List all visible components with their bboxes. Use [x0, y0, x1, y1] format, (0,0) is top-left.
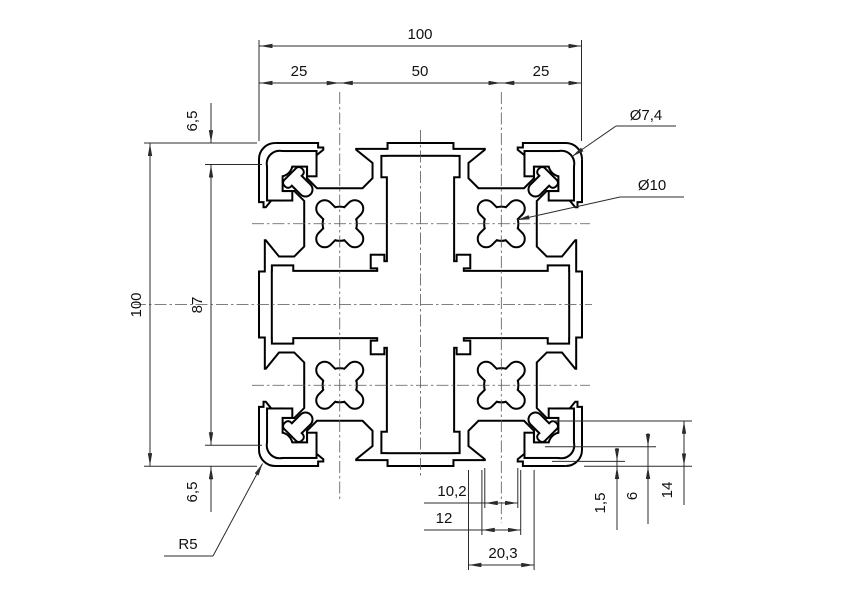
centerlines [134, 92, 592, 523]
dim-slot-step: 12 [436, 510, 453, 527]
dim-slot-cavity-width: 20,3 [488, 545, 517, 562]
dim-corner-radius: R5 [178, 536, 197, 553]
dim-segment-right: 25 [533, 63, 550, 80]
leader-lines [164, 125, 684, 557]
leader-corner-radius [212, 463, 263, 557]
dim-overall-width: 100 [407, 26, 432, 43]
dim-segment-center: 50 [412, 63, 429, 80]
dim-inner-height: 87 [189, 297, 206, 314]
dim-edge-offset-bottom: 6,5 [184, 482, 201, 503]
dimension-labels: 100 25 50 25 100 87 6,5 6,5 Ø7,4 Ø10 10,… [128, 26, 676, 562]
dimension-lines [147, 43, 687, 568]
dim-slot-lip: 1,5 [592, 493, 609, 514]
dim-segment-left: 25 [291, 63, 308, 80]
leader-corner-bore [571, 125, 617, 157]
dim-center-bore: Ø10 [638, 177, 666, 194]
dim-slot-chamfer-depth: 6 [624, 492, 641, 500]
dim-slot-depth: 14 [659, 482, 676, 499]
dim-overall-height: 100 [128, 292, 145, 317]
dim-edge-offset-top: 6,5 [184, 111, 201, 132]
dim-corner-bore: Ø7,4 [630, 107, 663, 124]
dim-slot-opening: 10,2 [437, 483, 466, 500]
leader-center-bore [516, 196, 621, 221]
